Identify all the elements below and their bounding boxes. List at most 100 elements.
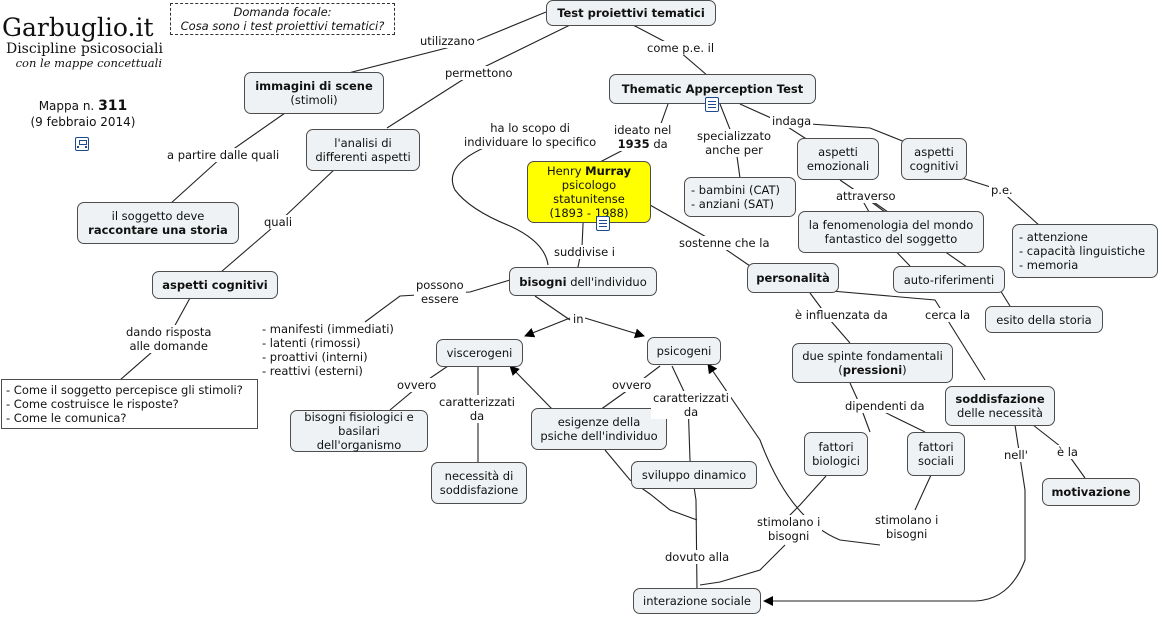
node-soggetto-top: il soggetto deve [111,209,205,223]
node-attenzione-label: - attenzione - capacità linguistiche - m… [1019,230,1146,272]
link-e-la: è la [1055,445,1080,459]
node-soggetto-bold: raccontare una storia [88,223,228,237]
node-aspetti-emozionali-label: aspetti emozionali [806,145,870,173]
node-domande-label: - Come il soggetto percepisce gli stimol… [6,383,243,425]
bisogni-rest: dell'individuo [566,274,647,289]
link-ovvero-right: ovvero [610,378,654,392]
ideato-year: 1935 [617,137,650,151]
node-psicogeni-label: psicogeni [656,344,712,358]
link-influenzata: è influenzata da [793,308,890,322]
document-icon[interactable] [705,97,719,112]
link-ideato: ideato nel 1935 da [612,123,674,151]
logo-text: Garbuglio.it [2,13,154,42]
node-aspetti-cognitivi-right[interactable]: aspetti cognitivi [901,138,967,180]
link-ovvero-left: ovvero [395,378,439,392]
map-date: (9 febbraio 2014) [30,115,136,129]
node-soggetto[interactable]: il soggetto deve raccontare una storia [77,202,239,244]
focal-title: Domanda focale: [233,5,332,19]
link-utilizzano: utilizzano [418,34,477,48]
node-fisiologici-label: bisogni fisiologici e basilari dell'orga… [304,410,414,452]
node-analisi[interactable]: l'analisi di differenti aspetti [306,129,420,171]
node-esito[interactable]: esito della storia [985,306,1103,333]
link-suddivise: suddivise i [552,245,617,259]
document-icon[interactable] [596,216,610,231]
node-sviluppo-label: sviluppo dinamico [641,468,747,482]
node-sociali[interactable]: fattori sociali [907,432,965,476]
map-number: Mappa n. 311 (9 febbraio 2014) [0,98,166,130]
link-quali: quali [262,215,295,229]
link-specializzato: specializzato anche per [695,129,773,157]
node-sviluppo[interactable]: sviluppo dinamico [631,461,757,489]
link-dando-risposta: dando risposta alle domande [124,325,214,353]
node-murray-text: Henry Murray psicologo statunitense (189… [534,164,644,220]
soddisfazione-rest: delle necessità [956,406,1043,420]
node-aspetti-cognitivi-left[interactable]: aspetti cognitivi [152,271,278,299]
node-domande[interactable]: - Come il soggetto percepisce gli stimol… [1,379,258,429]
link-cerca: cerca la [923,308,973,322]
node-psicogeni[interactable]: psicogeni [647,337,721,365]
node-esigenze-label: esigenze della psiche dell'individuo [540,415,658,443]
node-bisogni-text: bisogni dell'individuo [519,275,646,289]
link-in: in [571,312,586,326]
link-stimolano-left: stimolano i bisogni [755,515,823,543]
node-necessita-label: necessità di soddisfazione [439,469,519,497]
site-logo[interactable]: Garbuglio.it Discipline psicosociali con… [0,14,168,70]
node-fenomenologia[interactable]: la fenomenologia del mondo fantastico de… [798,211,984,253]
spinte-close: ) [902,363,907,377]
node-test-proiettivi-label: Test proiettivi tematici [557,6,705,20]
node-motivazione-label: motivazione [1051,485,1131,499]
murray-details: psicologo statunitense (1893 - 1988) [549,178,629,220]
spinte-top: due spinte fondamentali ( [802,349,943,377]
node-test-proiettivi[interactable]: Test proiettivi tematici [546,0,716,26]
node-soddisfazione[interactable]: soddisfazione delle necessità [945,386,1055,426]
node-interazione[interactable]: interazione sociale [633,588,761,614]
link-sostenne: sostenne che la [677,236,772,250]
murray-first-name: Henry [546,164,586,178]
spinte-bold: pressioni [842,363,903,377]
node-necessita[interactable]: necessità di soddisfazione [431,462,527,504]
node-auto-riferimenti[interactable]: auto-riferimenti [893,266,1005,293]
link-come-pe: come p.e. il [645,41,717,55]
node-auto-riferimenti-label: auto-riferimenti [903,272,995,287]
node-bisogni[interactable]: bisogni dell'individuo [509,267,657,296]
node-spinte[interactable]: due spinte fondamentali (pressioni) [792,343,953,383]
node-personalita-label: personalità [756,271,830,285]
node-soddisfazione-text: soddisfazione delle necessità [955,392,1044,420]
node-immagini[interactable]: immagini di scene (stimoli) [244,72,384,114]
link-possono: possono essere [414,278,466,306]
node-attenzione[interactable]: - attenzione - capacità linguistiche - m… [1012,224,1158,278]
ideato-text: ideato nel [614,123,672,137]
node-esito-label: esito della storia [996,312,1092,327]
link-a-partire: a partire dalle quali [165,148,282,162]
link-nell: nell' [1002,448,1030,462]
logo-tagline: con le mappe concettuali [15,56,162,70]
node-viscerogeni[interactable]: viscerogeni [436,339,523,367]
link-caratterizzati-left: caratterizzati da [437,395,517,423]
link-attraverso: attraverso [834,189,898,203]
bisogni-bold: bisogni [519,274,567,289]
node-motivazione[interactable]: motivazione [1042,478,1140,506]
node-murray[interactable]: Henry Murray psicologo statunitense (189… [527,161,651,223]
map-link-icon[interactable] [75,137,89,151]
node-analisi-label: l'analisi di differenti aspetti [315,136,411,164]
link-pe: p.e. [989,183,1015,197]
node-aspetti-cognitivi-right-label: aspetti cognitivi [909,145,959,173]
focal-question: Domanda focale: Cosa sono i test proiett… [170,3,395,35]
node-fenomenologia-label: la fenomenologia del mondo fantastico de… [808,218,974,246]
node-aspetti-emozionali[interactable]: aspetti emozionali [797,138,879,180]
node-viscerogeni-label: viscerogeni [446,346,513,360]
node-immagini-sub: (stimoli) [290,93,338,107]
node-biologici[interactable]: fattori biologici [804,432,868,476]
node-esigenze[interactable]: esigenze della psiche dell'individuo [531,408,667,450]
link-dovuto: dovuto alla [663,550,732,564]
node-personalita[interactable]: personalità [747,263,839,293]
link-scopo: ha lo scopo di individuare lo specifico [462,121,599,149]
soddisfazione-bold: soddisfazione [955,392,1045,406]
node-interazione-label: interazione sociale [643,594,751,608]
node-fisiologici[interactable]: bisogni fisiologici e basilari dell'orga… [290,410,428,452]
node-immagini-title: immagini di scene [255,79,373,93]
node-aspetti-cognitivi-left-label: aspetti cognitivi [162,278,268,292]
logo-subtitle: Discipline psicosociali [5,41,163,57]
node-bambini-label: - bambini (CAT) - anziani (SAT) [691,183,780,211]
node-bambini[interactable]: - bambini (CAT) - anziani (SAT) [684,177,796,217]
